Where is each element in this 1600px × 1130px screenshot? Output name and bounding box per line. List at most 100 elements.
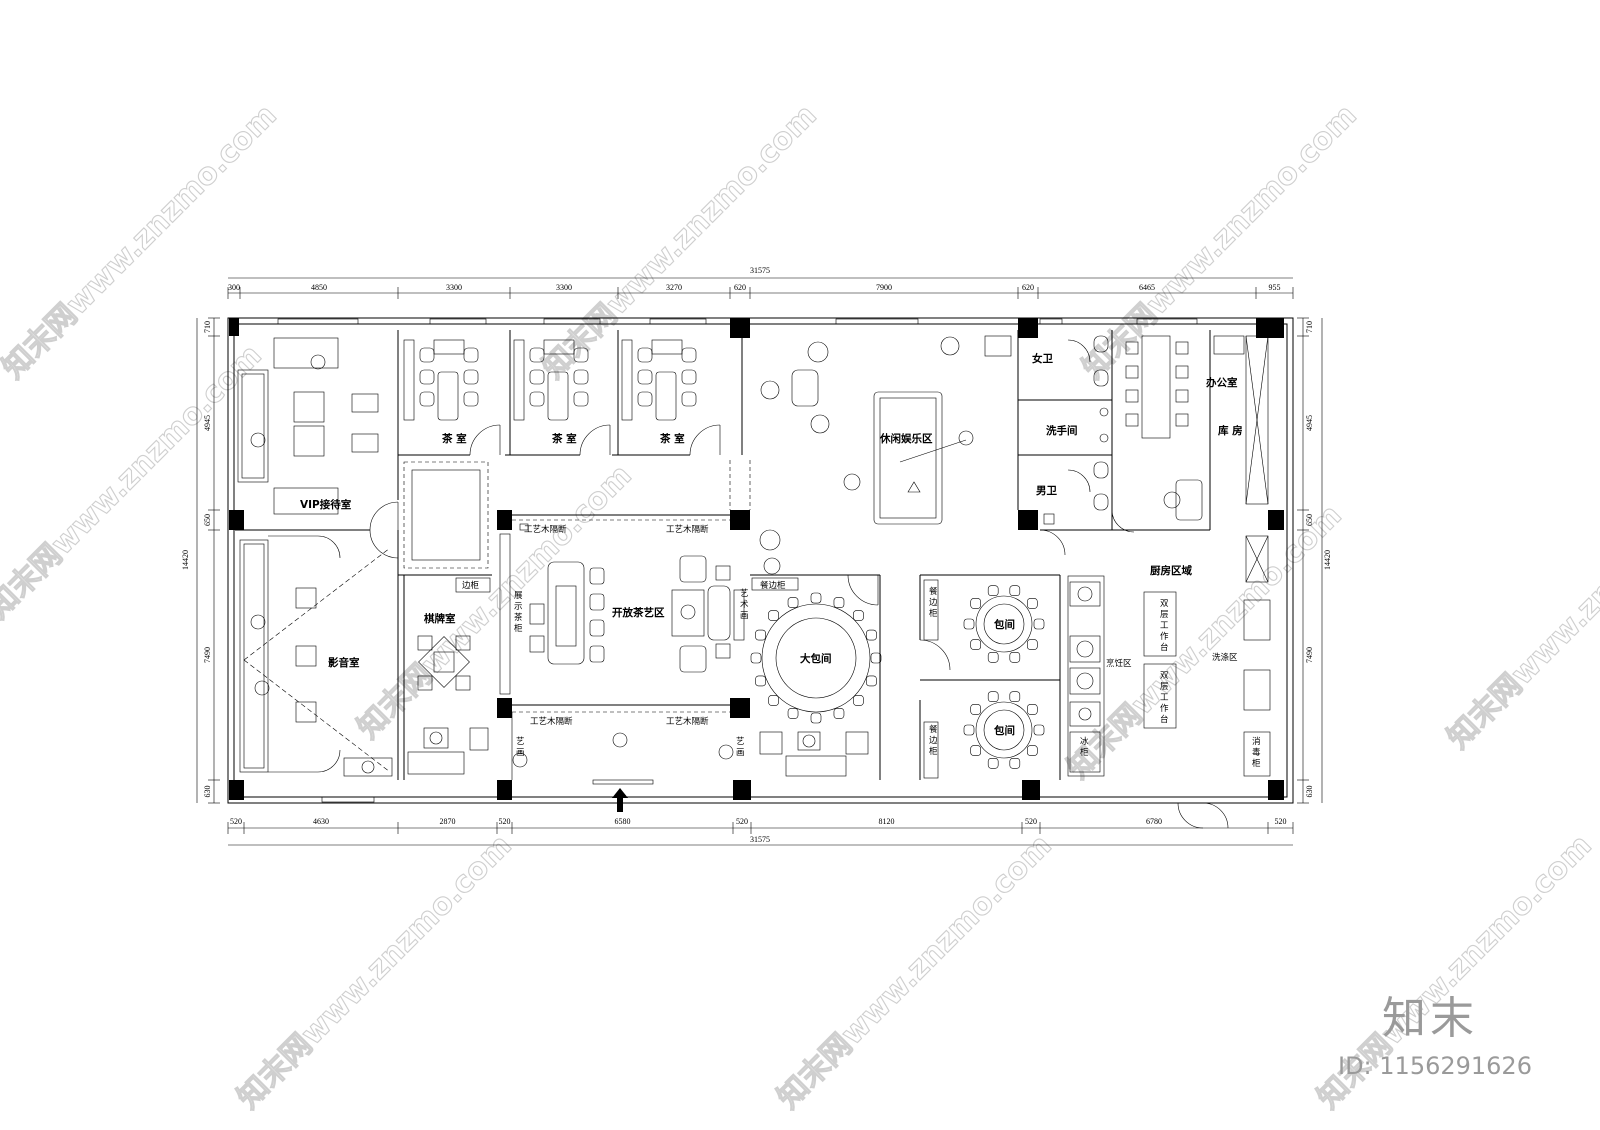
tea-room-2-label: 茶 室 — [551, 432, 577, 445]
dimension-value: 630 — [203, 786, 212, 798]
watermark: 知末网www.znzmo.com — [771, 828, 1059, 1116]
brand-logo: 知末 — [1382, 993, 1478, 1044]
dimension-value: 3270 — [666, 283, 682, 292]
columns — [229, 318, 1284, 800]
dining-cabinet-label: 餐边柜 — [929, 725, 938, 757]
dimension-value: 7490 — [203, 647, 212, 663]
exterior-walls — [227, 317, 1294, 804]
dimension-value: 6465 — [1139, 283, 1155, 292]
tea-room-furniture — [403, 339, 697, 421]
dimension-value: 520 — [499, 817, 511, 826]
dimension-value: 6580 — [615, 817, 631, 826]
partition-label: 工艺木隔断 — [666, 716, 709, 727]
tea-room-3-label: 茶 室 — [659, 432, 685, 445]
dimension-value: 3300 — [556, 283, 572, 292]
watermark: 知末网www.znzmo.com — [536, 98, 824, 386]
dimension-value: 620 — [734, 283, 746, 292]
double-bench-label: 双层工作台 — [1160, 599, 1169, 653]
double-bench-label: 双层工作台 — [1160, 671, 1169, 725]
fridge-label: 冰柜 — [1080, 736, 1089, 758]
chess-room-label: 棋牌室 — [423, 612, 456, 625]
cinema-furniture — [239, 535, 393, 777]
windows — [277, 318, 1198, 803]
dimension-value: 520 — [1025, 817, 1037, 826]
private-room-furniture — [923, 579, 1045, 779]
vip-room-label: VIP接待室 — [300, 498, 352, 511]
left-dimensions: 14420 710 4945 650 7490 630 — [181, 317, 220, 804]
partition-label: 工艺木隔断 — [666, 524, 709, 535]
dimension-value: 4945 — [1305, 415, 1314, 431]
cinema-label: 影音室 — [328, 656, 360, 669]
total-width-bottom: 31575 — [750, 835, 770, 844]
dimension-value: 7900 — [876, 283, 892, 292]
dining-cabinet-label: 餐边柜 — [929, 587, 938, 619]
female-wc-label: 女卫 — [1032, 352, 1054, 365]
dimension-value: 630 — [1305, 786, 1314, 798]
total-width-top: 31575 — [750, 266, 770, 275]
annotations: 工艺木隔断 工艺木隔断 工艺木隔断 工艺木隔断 边柜 餐边柜 烹饪区 洗涤区 展… — [462, 524, 1261, 769]
dimension-value: 2870 — [440, 817, 456, 826]
watermark: 知末网www.znzmo.com — [231, 828, 519, 1116]
big-private-room-label: 大包间 — [800, 652, 832, 665]
top-dimensions: 31575 300 4850 3300 3300 3270 620 7900 620 6465 9… — [227, 266, 1294, 299]
big-private-furniture — [750, 529, 882, 777]
dimension-value: 955 — [1269, 283, 1281, 292]
partition-label: 工艺木隔断 — [530, 716, 573, 727]
art-label: 艺画 — [516, 737, 525, 758]
watermark: 知末网www.znzmo.com — [351, 458, 639, 746]
dimension-value: 710 — [203, 321, 212, 333]
open-tea-area-label: 开放茶艺区 — [612, 606, 665, 619]
dimension-value: 650 — [203, 514, 212, 526]
dimension-value: 520 — [736, 817, 748, 826]
washing-area-label: 洗涤区 — [1212, 652, 1238, 663]
dimension-value: 4630 — [313, 817, 329, 826]
dimension-value: 520 — [230, 817, 242, 826]
private-room-1-label: 包间 — [994, 618, 1015, 631]
art-label: 艺画 — [736, 737, 745, 758]
wc-furniture — [1043, 335, 1269, 525]
dimension-value: 3300 — [446, 283, 462, 292]
kitchen-furniture — [1067, 535, 1271, 777]
partition-label: 工艺木隔断 — [524, 524, 567, 535]
right-dimensions: 14420 710 4945 650 7490 630 — [1297, 317, 1332, 804]
watermark: 知末网www.znzmo.com — [1441, 468, 1600, 756]
dimension-value: 710 — [1305, 321, 1314, 333]
chess-furniture — [407, 577, 491, 775]
leisure-furniture — [760, 335, 1012, 525]
dimension-value: 6780 — [1146, 817, 1162, 826]
dimension-value: 620 — [1022, 283, 1034, 292]
male-wc-label: 男卫 — [1036, 485, 1058, 497]
room-labels: VIP接待室 茶 室 茶 室 茶 室 休闲娱乐区 女卫 洗手间 男卫 办公室 库… — [300, 352, 1243, 737]
entrance-arrow-icon — [612, 788, 628, 812]
vip-furniture — [237, 337, 379, 515]
kitchen-area-label: 厨房区域 — [1150, 564, 1192, 577]
dimension-value: 520 — [1275, 817, 1287, 826]
art-label: 艺术画 — [740, 589, 749, 621]
washroom-label: 洗手间 — [1046, 424, 1078, 437]
dimension-value: 7490 — [1305, 647, 1314, 663]
overall-height-left: 14420 — [181, 550, 190, 570]
watermark: 知末网www.znzmo.com — [1076, 98, 1364, 386]
dimension-value: 4945 — [203, 415, 212, 431]
dimension-value: 650 — [1305, 514, 1314, 526]
disinfect-cabinet-label: 消毒柜 — [1252, 736, 1261, 769]
doors — [369, 339, 1229, 829]
overall-height-right: 14420 — [1323, 550, 1332, 570]
tea-room-1-label: 茶 室 — [441, 432, 467, 445]
display-cabinet-label: 展示茶柜 — [514, 591, 523, 634]
storage-label: 库 房 — [1218, 424, 1243, 437]
office-label: 办公室 — [1206, 376, 1238, 389]
image-id: ID: 1156291626 — [1338, 1052, 1532, 1080]
dimension-value: 8120 — [879, 817, 895, 826]
cooking-area-label: 烹饪区 — [1106, 658, 1132, 669]
open-tea-furniture — [499, 523, 745, 780]
bottom-dimensions: 31575 520 4630 2870 520 6580 520 8120 520 6780 52… — [227, 817, 1294, 846]
private-room-2-label: 包间 — [994, 724, 1015, 737]
dimension-value: 300 — [228, 283, 240, 292]
interior-walls — [235, 330, 1211, 780]
dining-cabinet-label: 餐边柜 — [760, 580, 786, 591]
dimension-value: 4850 — [311, 283, 327, 292]
side-cabinet-label: 边柜 — [462, 580, 480, 591]
dashed-openings — [403, 460, 751, 713]
